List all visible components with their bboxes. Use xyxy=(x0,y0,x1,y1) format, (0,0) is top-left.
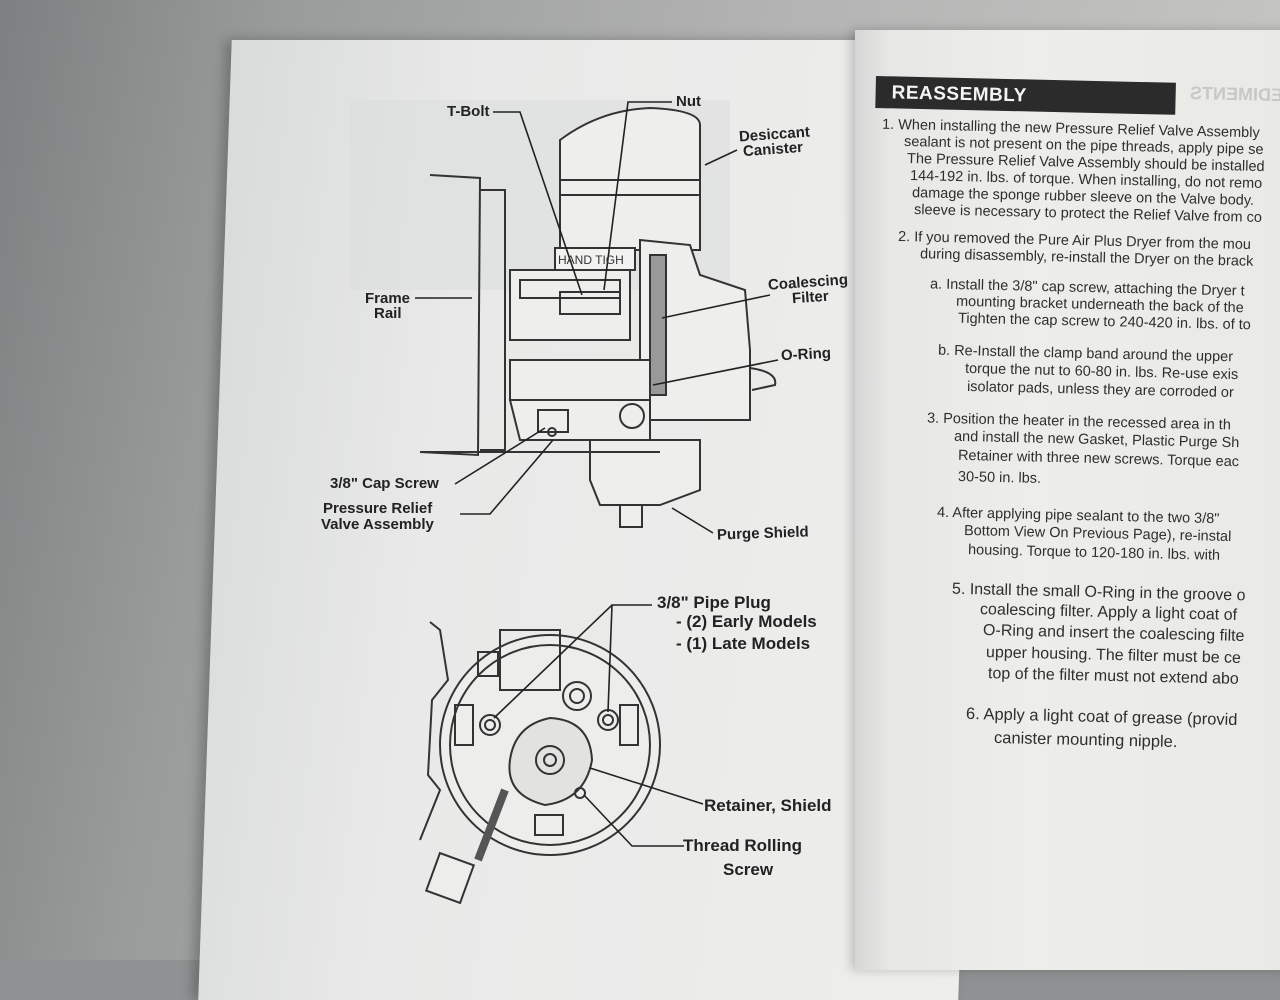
dryer-diagram xyxy=(350,100,779,905)
label-cap-screw: 3/8" Cap Screw xyxy=(330,475,439,492)
section-ghost-title: SEDIMENTS xyxy=(1189,82,1280,106)
label-thread-rolling: Thread Rolling xyxy=(683,836,802,855)
label-early-models: - (2) Early Models xyxy=(676,612,817,631)
label-retainer-shield: Retainer, Shield xyxy=(704,796,832,815)
leader-lines-top xyxy=(415,101,779,534)
label-t-bolt: T-Bolt xyxy=(447,103,490,120)
label-filter: Filter xyxy=(791,287,830,308)
right-page xyxy=(855,30,1280,970)
label-pressure-relief: Pressure Relief xyxy=(323,500,433,517)
label-hand-tight: HAND TIGH xyxy=(558,253,624,267)
label-nut: Nut xyxy=(676,93,701,110)
step-3-line-4: 30-50 in. lbs. xyxy=(957,469,1042,487)
label-valve-assembly: Valve Assembly xyxy=(321,516,434,533)
label-rail: Rail xyxy=(374,305,402,322)
label-pipe-plug: 3/8" Pipe Plug xyxy=(657,593,771,612)
label-o-ring: O-Ring xyxy=(780,344,832,365)
leader-lines-bottom xyxy=(493,604,704,847)
label-frame: Frame xyxy=(365,290,411,307)
label-purge-shield: Purge Shield xyxy=(716,523,809,544)
bottom-view-drawing xyxy=(419,621,661,905)
section-title: REASSEMBLY xyxy=(875,76,1176,115)
label-late-models: - (1) Late Models xyxy=(676,634,811,653)
side-view-drawing xyxy=(419,106,777,528)
label-screw: Screw xyxy=(723,860,774,879)
